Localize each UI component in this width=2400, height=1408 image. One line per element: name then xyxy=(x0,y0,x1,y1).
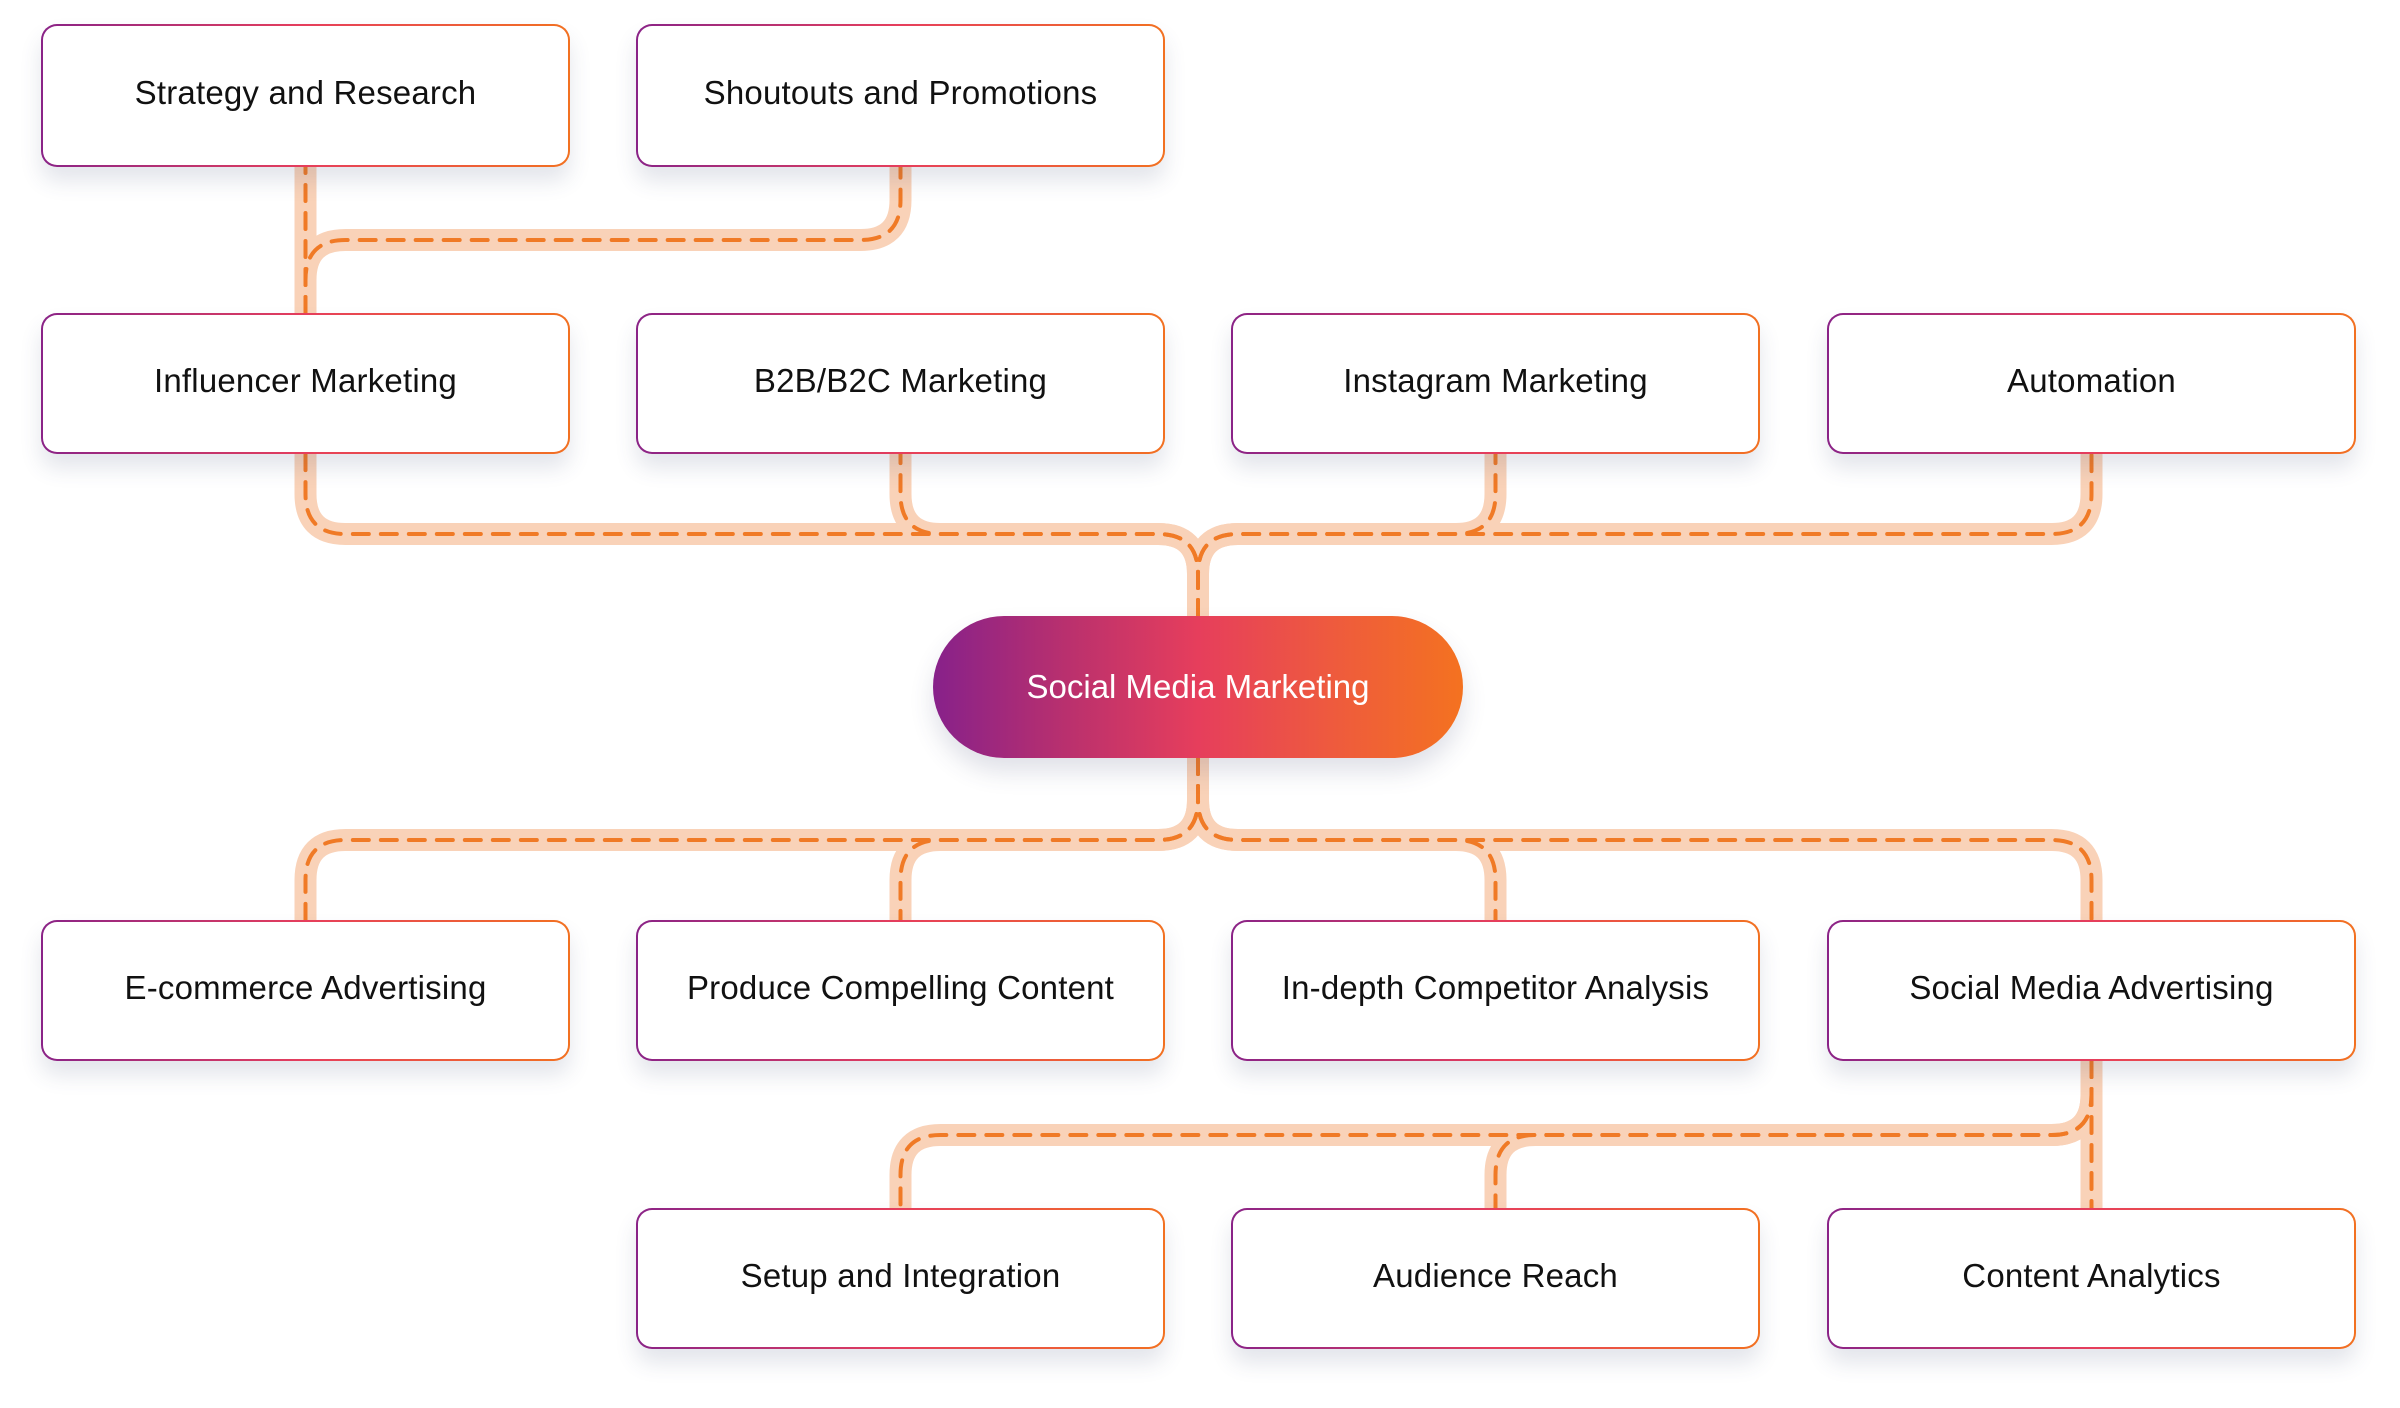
node-sma[interactable]: Social Media Advertising xyxy=(1827,920,2356,1061)
node-instagram[interactable]: Instagram Marketing xyxy=(1231,313,1760,454)
node-ecommerce[interactable]: E-commerce Advertising xyxy=(41,920,570,1061)
node-label: In-depth Competitor Analysis xyxy=(1281,968,1710,1006)
node-label: Shoutouts and Promotions xyxy=(703,73,1098,111)
connector-dash-sma-setup xyxy=(898,1059,2094,1210)
center-node[interactable]: Social Media Marketing xyxy=(933,616,1463,758)
node-label: E-commerce Advertising xyxy=(124,968,487,1006)
node-label: Setup and Integration xyxy=(740,1256,1061,1294)
node-b2b[interactable]: B2B/B2C Marketing xyxy=(636,313,1165,454)
node-shoutouts[interactable]: Shoutouts and Promotions xyxy=(636,24,1165,167)
connector-dash-center-b2b xyxy=(898,452,1200,618)
connector-sma-reach xyxy=(1484,1050,2103,1219)
connector-dash-influencer-shoutouts xyxy=(303,165,903,315)
node-content[interactable]: Produce Compelling Content xyxy=(636,920,1165,1061)
node-influencer[interactable]: Influencer Marketing xyxy=(41,313,570,454)
node-label: Social Media Advertising xyxy=(1909,968,2274,1006)
node-label: Strategy and Research xyxy=(134,73,477,111)
connector-dash-center-sma xyxy=(1196,756,2094,922)
node-competitor[interactable]: In-depth Competitor Analysis xyxy=(1231,920,1760,1061)
connector-dash-center-content xyxy=(898,756,1200,922)
node-setup[interactable]: Setup and Integration xyxy=(636,1208,1165,1349)
node-analytics[interactable]: Content Analytics xyxy=(1827,1208,2356,1349)
node-label: Produce Compelling Content xyxy=(686,968,1115,1006)
node-label: Influencer Marketing xyxy=(154,361,457,399)
node-label: Automation xyxy=(2007,361,2176,399)
connector-dash-center-automation xyxy=(1196,452,2094,618)
node-label: Content Analytics xyxy=(1962,1256,2221,1294)
node-automation[interactable]: Automation xyxy=(1827,313,2356,454)
node-label: B2B/B2C Marketing xyxy=(753,361,1048,399)
center-node-label: Social Media Marketing xyxy=(1026,668,1370,705)
node-reach[interactable]: Audience Reach xyxy=(1231,1208,1760,1349)
node-label: Instagram Marketing xyxy=(1343,361,1648,399)
node-strategy[interactable]: Strategy and Research xyxy=(41,24,570,167)
node-label: Audience Reach xyxy=(1373,1256,1618,1294)
